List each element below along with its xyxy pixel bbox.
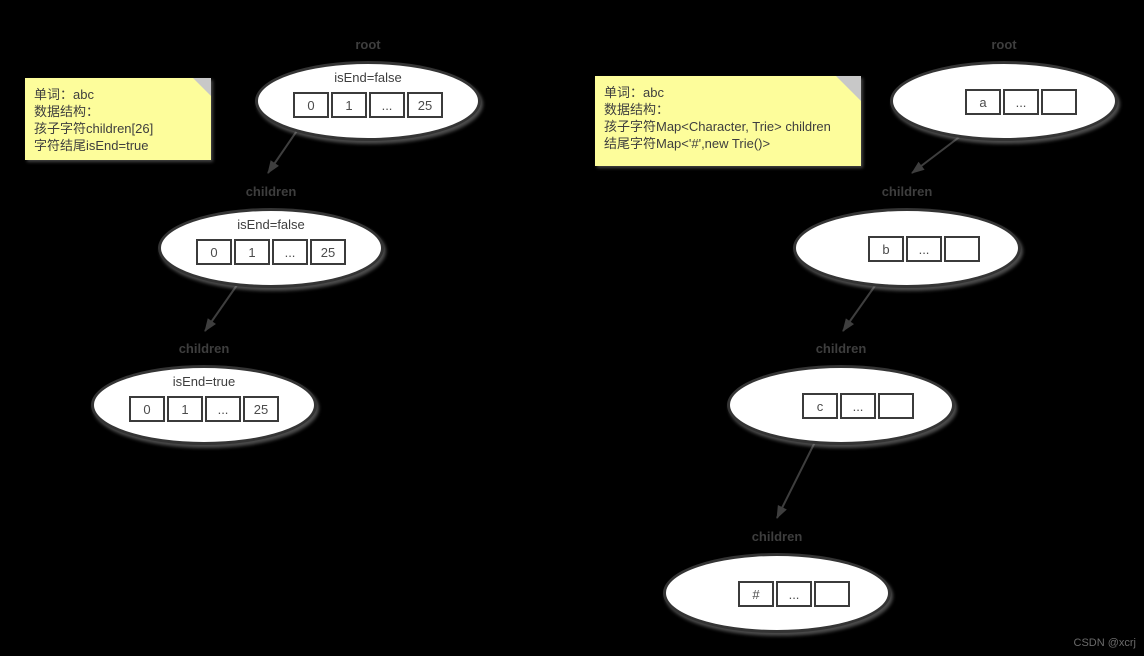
node-ellipse: c ... xyxy=(727,365,955,445)
array-cell: 25 xyxy=(407,92,443,118)
node-ellipse: isEnd=false 0 1 ... 25 xyxy=(255,61,481,141)
trie-node-right-child2: children c ... xyxy=(727,340,955,445)
trie-node-right-child1: children b ... xyxy=(793,183,1021,288)
children-array: 0 1 ... 25 xyxy=(129,396,279,422)
map-cell: ... xyxy=(906,236,942,262)
map-cell: ... xyxy=(840,393,876,419)
children-map: # ... xyxy=(738,581,850,607)
trie-node-right-child3: children # ... xyxy=(663,528,891,633)
node-label: root xyxy=(355,37,381,52)
children-array: 0 1 ... 25 xyxy=(196,239,346,265)
isend-value: isEnd=true xyxy=(172,374,236,389)
array-cell: 0 xyxy=(129,396,165,422)
map-cell: # xyxy=(738,581,774,607)
array-cell: 1 xyxy=(234,239,270,265)
note-line: 数据结构： xyxy=(34,104,100,119)
array-cell: 0 xyxy=(293,92,329,118)
node-ellipse: isEnd=true 0 1 ... 25 xyxy=(91,365,317,445)
children-array: 0 1 ... 25 xyxy=(293,92,443,118)
map-cell xyxy=(878,393,914,419)
node-ellipse: a ... xyxy=(890,61,1118,141)
array-cell: 25 xyxy=(243,396,279,422)
watermark: CSDN @xcrj xyxy=(1073,637,1137,649)
trie-node-left-child2: children isEnd=true 0 1 ... 25 xyxy=(91,340,317,445)
note-line: 孩子字符children[26] xyxy=(34,121,154,136)
map-cell xyxy=(814,581,850,607)
note-line: 数据结构： xyxy=(604,102,670,117)
array-cell: 1 xyxy=(167,396,203,422)
trie-node-left-child1: children isEnd=false 0 1 ... 25 xyxy=(158,183,384,288)
note-line: 单词：abc xyxy=(34,87,94,102)
children-map: a ... xyxy=(965,89,1077,115)
isend-value: isEnd=false xyxy=(237,217,305,232)
array-cell: 1 xyxy=(331,92,367,118)
map-cell: ... xyxy=(1003,89,1039,115)
array-cell: ... xyxy=(205,396,241,422)
children-map: c ... xyxy=(802,393,914,419)
node-label: children xyxy=(815,341,867,356)
map-cell xyxy=(944,236,980,262)
node-ellipse: isEnd=false 0 1 ... 25 xyxy=(158,208,384,288)
note-line: 字符结尾isEnd=true xyxy=(34,138,149,153)
children-map: b ... xyxy=(868,236,980,262)
trie-node-right-root: root a ... xyxy=(890,36,1118,141)
node-label: children xyxy=(751,529,803,544)
node-label: root xyxy=(991,37,1017,52)
node-ellipse: # ... xyxy=(663,553,891,633)
note-line: 孩子字符Map<Character, Trie> children xyxy=(604,119,831,134)
array-cell: 0 xyxy=(196,239,232,265)
note-line: 结尾字符Map<'#',new Trie()> xyxy=(604,136,771,151)
sticky-note-left: 单词：abc 数据结构： 孩子字符children[26] 字符结尾isEnd=… xyxy=(25,78,211,160)
map-cell xyxy=(1041,89,1077,115)
map-cell: c xyxy=(802,393,838,419)
map-cell: a xyxy=(965,89,1001,115)
isend-value: isEnd=false xyxy=(334,70,402,85)
note-line: 单词：abc xyxy=(604,85,664,100)
node-label: children xyxy=(881,184,933,199)
sticky-note-right: 单词：abc 数据结构： 孩子字符Map<Character, Trie> ch… xyxy=(595,76,861,166)
node-ellipse: b ... xyxy=(793,208,1021,288)
node-label: children xyxy=(245,184,297,199)
map-cell: ... xyxy=(776,581,812,607)
map-cell: b xyxy=(868,236,904,262)
trie-node-left-root: root isEnd=false 0 1 ... 25 xyxy=(255,36,481,141)
node-label: children xyxy=(178,341,230,356)
array-cell: ... xyxy=(369,92,405,118)
array-cell: ... xyxy=(272,239,308,265)
array-cell: 25 xyxy=(310,239,346,265)
